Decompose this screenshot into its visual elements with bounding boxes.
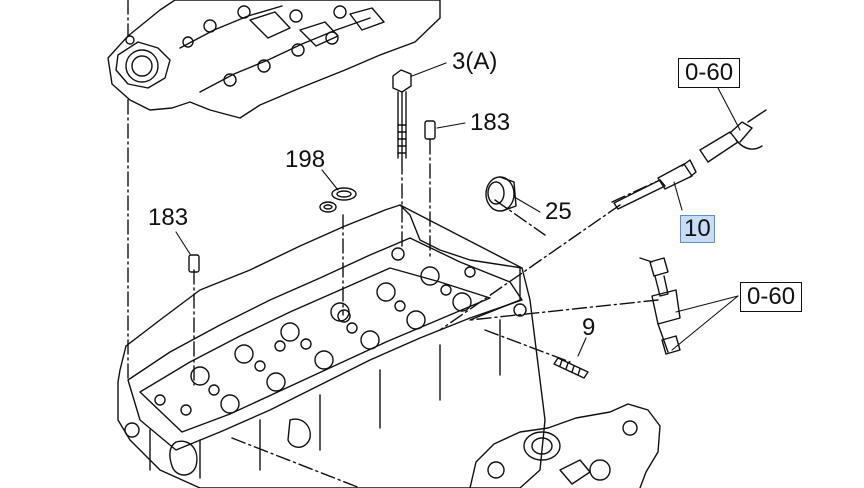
callout-bolt[interactable]: 3(A) [452,48,498,75]
bolt [392,69,412,161]
dowel-pin-left [188,254,200,273]
leader-lines [175,62,741,357]
glow-plug [613,109,767,210]
callout-oring[interactable]: 198 [285,146,326,173]
sensor-assembly [639,257,681,355]
callout-plug[interactable]: 25 [545,198,572,225]
dowel-pin-top [424,120,436,140]
intake-manifold [107,0,441,119]
callout-dowel-left[interactable]: 183 [148,204,189,231]
plug-seal [485,176,517,212]
stud-bolt [553,357,589,379]
throttle-body [469,403,661,488]
alignment-lines [127,0,661,488]
o-ring [319,187,357,213]
cylinder-head [117,204,546,488]
callout-glow-plug-highlighted[interactable]: 10 [680,215,715,243]
callout-dowel-top[interactable]: 183 [470,109,511,136]
torque-box-top[interactable]: 0-60 [678,58,741,88]
torque-box-right[interactable]: 0-60 [740,282,803,312]
callout-stud[interactable]: 9 [582,314,596,341]
